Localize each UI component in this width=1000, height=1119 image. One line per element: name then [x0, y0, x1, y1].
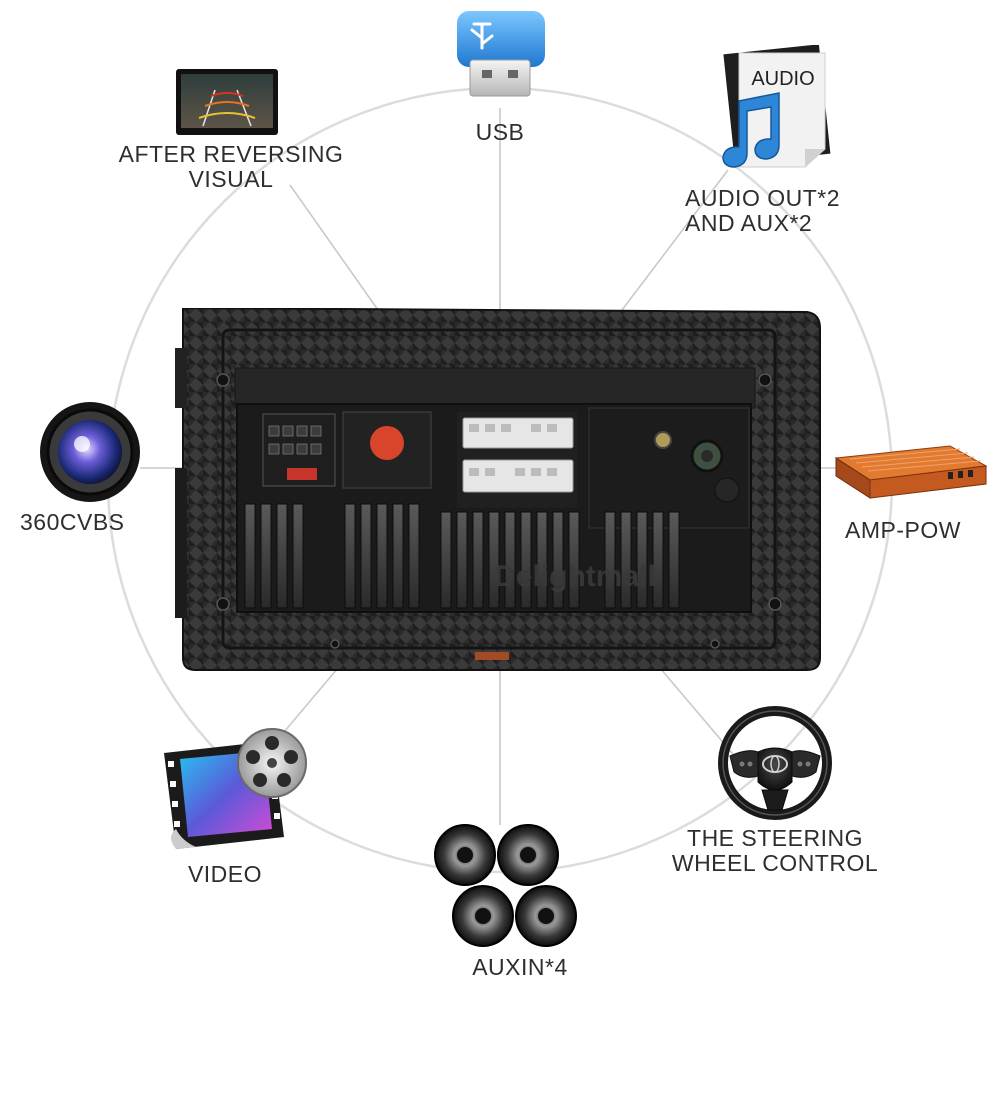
steering-wheel-icon	[718, 706, 832, 820]
steering-wheel-label: THE STEERING WHEEL CONTROL	[671, 825, 879, 876]
qc-sticker	[370, 426, 404, 460]
audio-file-icon: AUDIO	[722, 45, 831, 168]
head-unit-back-panel: Delightmall	[175, 308, 821, 671]
usb-label: USB	[475, 119, 525, 145]
spoke-reversing	[289, 184, 379, 311]
auxin-label: AUXIN*4	[472, 954, 568, 980]
spoke-audio	[621, 169, 729, 311]
speakers-icon	[434, 824, 577, 947]
video-film-icon	[164, 728, 307, 849]
svg-text:AUDIO: AUDIO	[751, 68, 814, 90]
amplifier-icon	[834, 445, 988, 499]
usb-icon	[457, 11, 545, 97]
video-label: VIDEO	[187, 861, 263, 887]
cvbs-label: 360CVBS	[20, 509, 125, 535]
amp-pow-label: AMP-POW	[845, 517, 961, 543]
reversing-label: AFTER REVERSING VISUAL	[118, 141, 344, 192]
camera-lens-icon	[40, 402, 140, 502]
device-watermark: Delightmall	[494, 560, 656, 593]
reversing-camera-display-icon	[176, 69, 278, 135]
audio-out-label: AUDIO OUT*2 AND AUX*2	[685, 185, 841, 236]
